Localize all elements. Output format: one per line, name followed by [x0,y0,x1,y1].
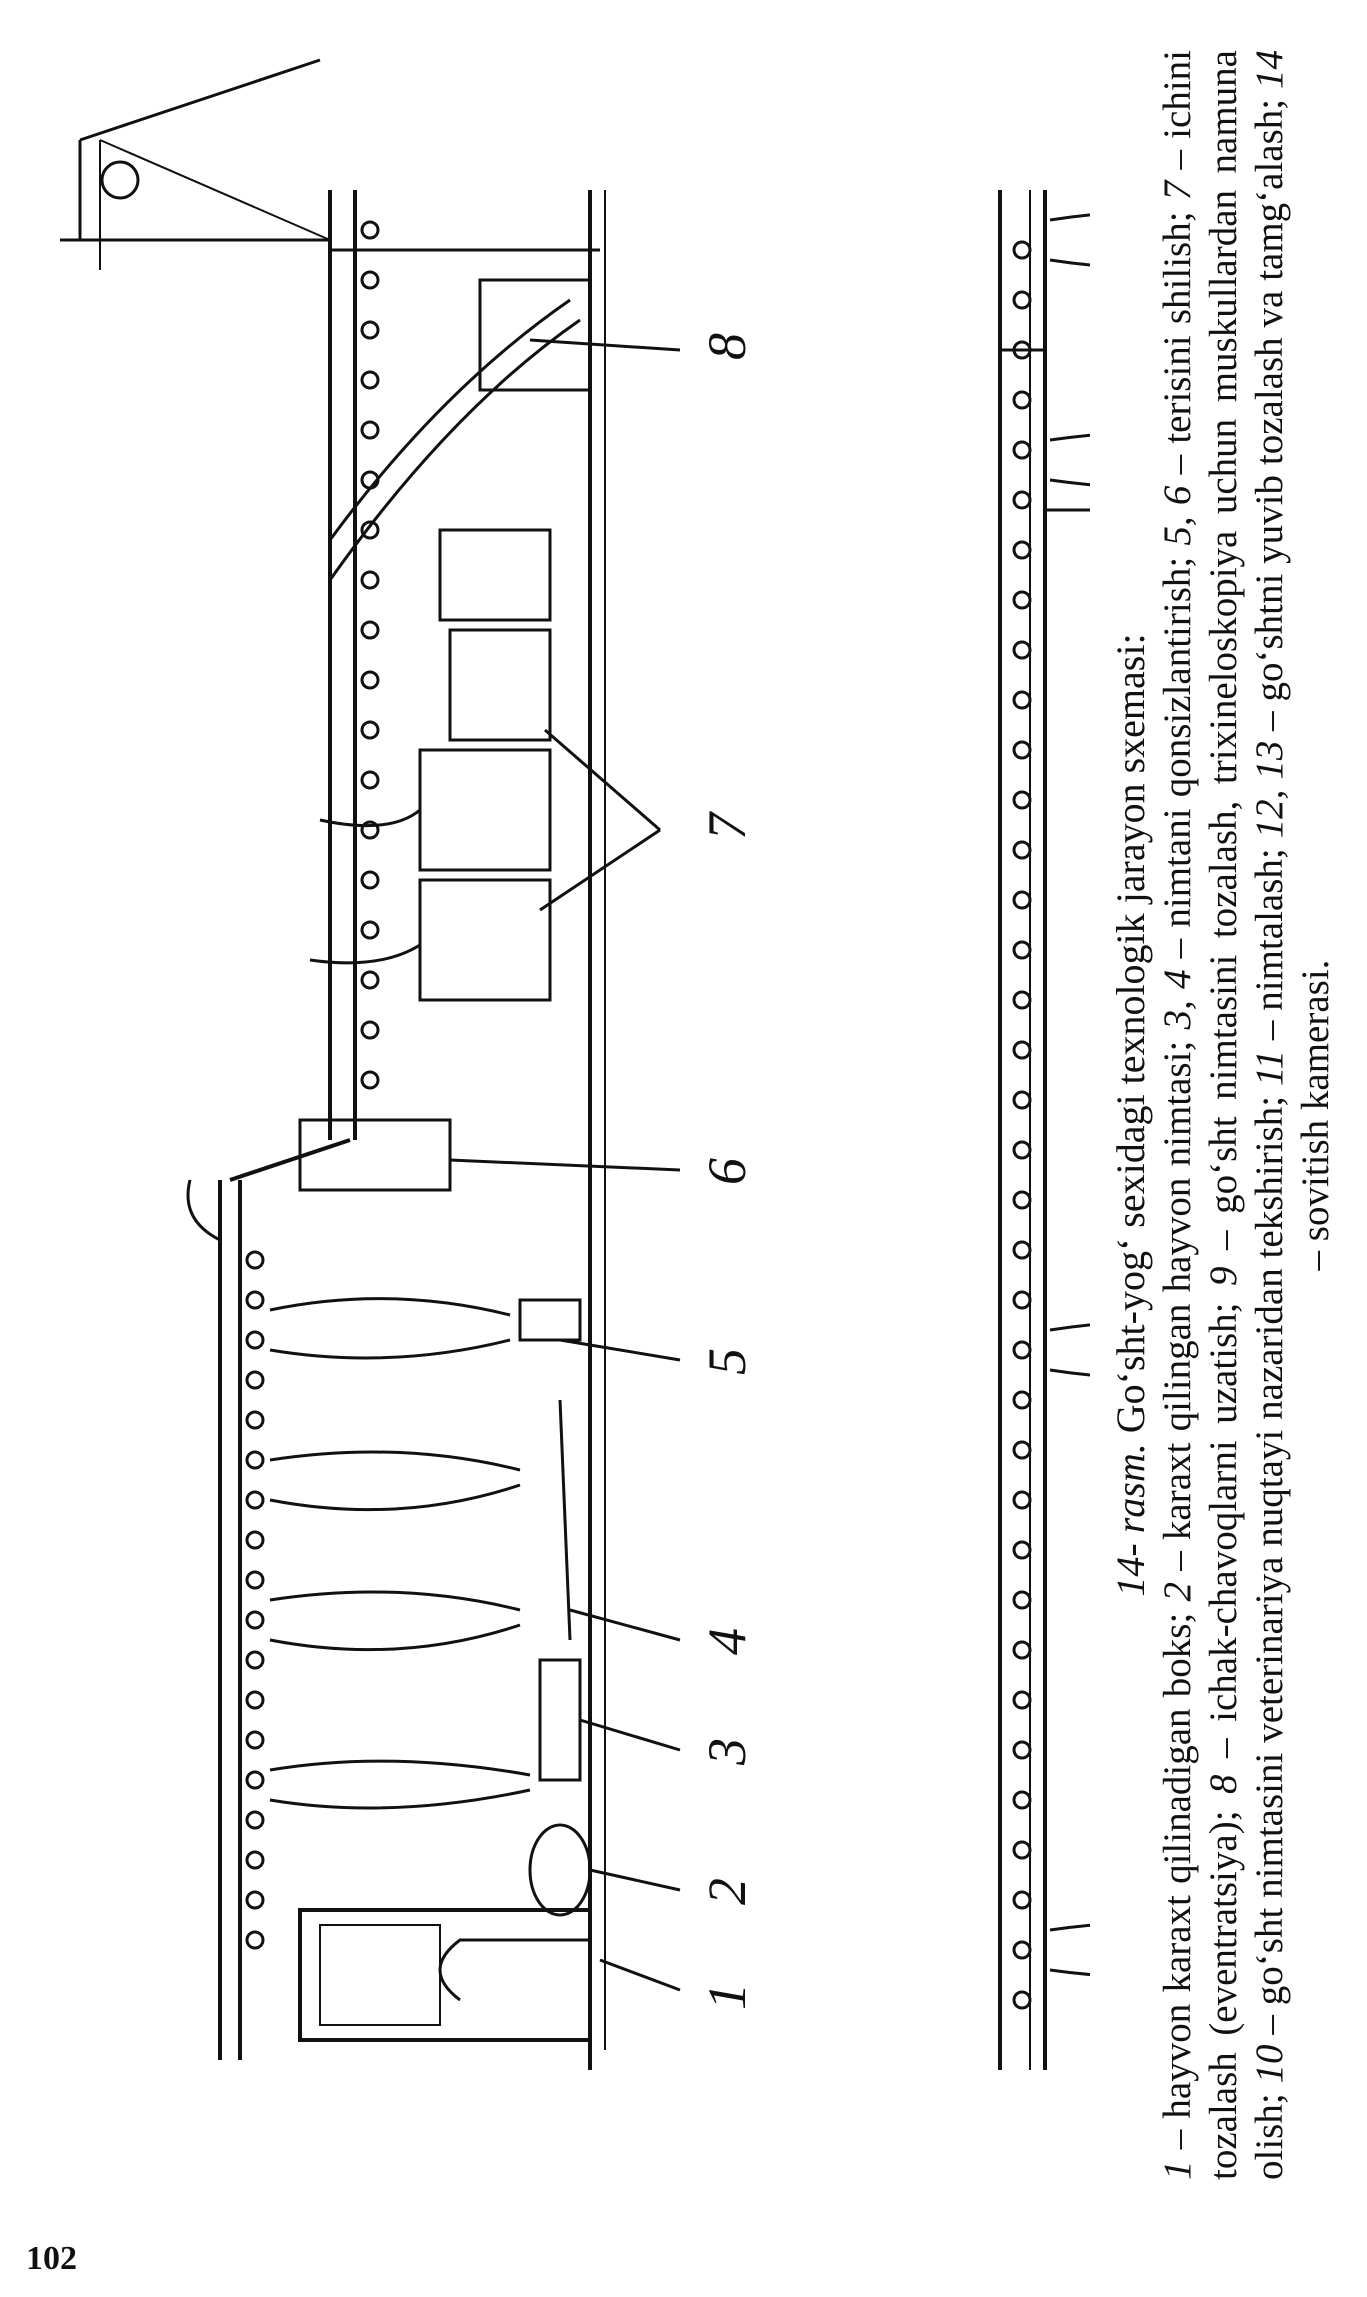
legend-num: 7 [1156,180,1199,201]
legend-num: 12, 13 [1248,740,1291,839]
leader-lines [449,338,681,1992]
legend-num: 10 [1248,2044,1291,2084]
legend-num: 11 [1248,1049,1291,1087]
label-5: 5 [697,1348,757,1375]
legend-num: 2 [1156,1582,1199,1602]
figure-caption: 14- rasm. Go‘sht-yog‘ sexidagi texnologi… [1095,40,1365,2190]
page-number: 102 [26,2240,77,2277]
label-7: 7 [697,811,757,840]
label-4: 4 [697,1628,757,1655]
diagram-drawing: 1 2 3 4 5 6 7 8 9 10 11 12 13 14 [60,58,1090,2070]
legend-text: – ichak-chavoqlarni uzatish; [1202,1285,1245,1775]
figure-reference: 14- rasm. [1108,1443,1153,1597]
lower-line [998,190,1090,2070]
process-diagram: 1 2 3 4 5 6 7 8 9 10 11 12 13 14 [60,58,1090,2070]
caption-heading: Go‘sht-yog‘ sexidagi texnologik jarayon … [1108,633,1153,1434]
label-8: 8 [697,333,757,360]
label-3: 3 [697,1738,757,1766]
legend-text: – nimtani qonsizlantirish; [1156,545,1199,970]
legend-num: 3, 4 [1156,969,1199,1030]
legend-num: 1 [1156,2160,1199,2181]
label-2: 2 [697,1878,757,1905]
upper-line [60,58,606,2070]
legend-num: 8 [1202,1774,1245,1794]
legend-text: – karaxt qilingan hayvon nimtasi; [1156,1029,1199,1582]
label-1: 1 [697,1983,757,2010]
legend-text: – nimtalash; [1248,838,1291,1050]
legend-text: – go‘sht nimtasini veterinariya nuqtayi … [1248,1086,1291,2045]
label-6: 6 [697,1158,757,1185]
legend-num: 9 [1202,1266,1245,1286]
caption-title: 14- rasm. Go‘sht-yog‘ sexidagi texnologi… [1107,40,1155,2190]
legend-text: – terisini shilish; [1156,200,1199,486]
legend-num: 5, 6 [1156,485,1199,546]
legend-text: – hayvon karaxt qilinadigan boks; [1156,1601,1199,2161]
caption-legend: 1 – hayvon karaxt qilinadigan boks; 2 – … [1155,40,1339,2190]
legend-text: – sovitish kamerasi. [1294,959,1337,1271]
legend-num: 14 [1248,50,1291,89]
legend-text: – go‘shtni yuvib tozalash va tamg‘alash; [1248,89,1291,741]
